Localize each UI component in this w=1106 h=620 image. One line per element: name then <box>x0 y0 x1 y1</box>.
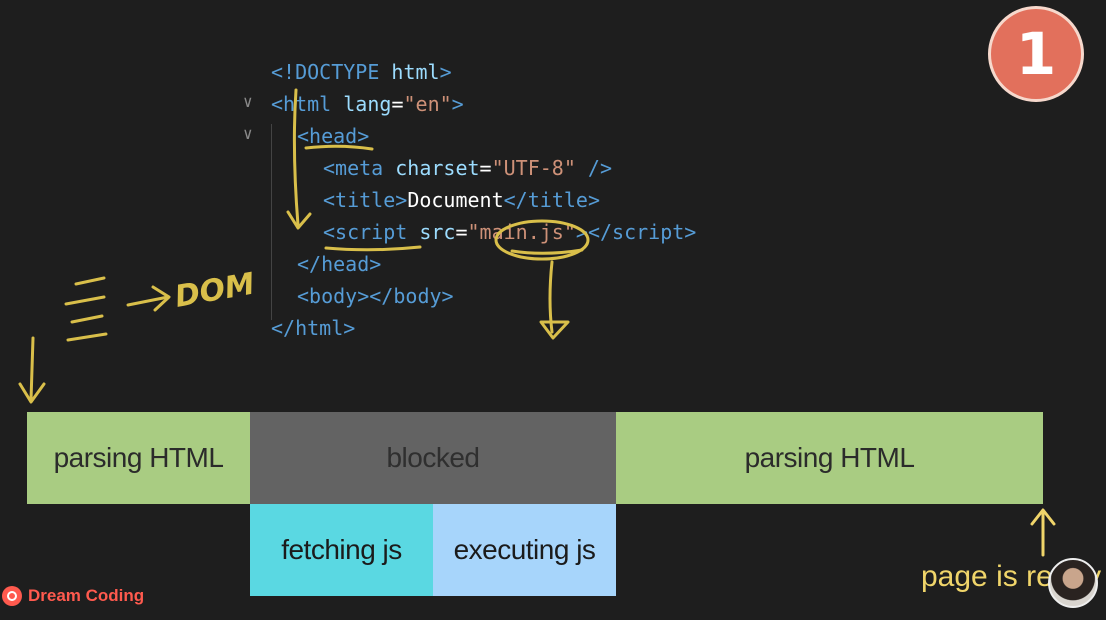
indent-guide <box>271 124 272 320</box>
parse-arrow-head-icon <box>286 210 312 230</box>
head-underline <box>304 144 374 151</box>
dom-arrow-head-icon <box>151 285 171 312</box>
dom-label: DOM <box>172 266 257 314</box>
brand-logo: Dream Coding <box>2 586 144 606</box>
phase-executing-js: executing js <box>433 504 616 596</box>
code-line-doctype: <!DOCTYPE html> <box>271 60 452 84</box>
brand-name: Dream Coding <box>28 586 145 605</box>
fold-chevron-icon[interactable]: ∨ <box>243 92 253 111</box>
script-underline <box>324 245 422 252</box>
fold-chevron-icon[interactable]: ∨ <box>243 124 253 143</box>
code-line-title: <title>Document</title> <box>323 188 600 212</box>
fetch-arrow-head-icon <box>539 320 570 340</box>
dom-line-icon <box>64 295 106 306</box>
dom-line-icon <box>74 276 106 286</box>
brand-icon <box>2 586 22 606</box>
dom-line-icon <box>70 314 104 324</box>
mainjs-circle <box>494 219 590 261</box>
presenter-avatar <box>1048 558 1098 608</box>
code-line-html-close: </html> <box>271 316 356 340</box>
start-arrow-head-icon <box>18 382 46 404</box>
code-line-head-close: </head> <box>297 252 382 276</box>
parse-arrow-icon <box>292 88 300 227</box>
dom-line-icon <box>66 332 108 342</box>
code-line-html-open: <html lang="en"> <box>271 92 464 116</box>
ready-arrow-head-icon <box>1030 508 1056 526</box>
code-line-meta: <meta charset="UTF-8" /> <box>323 156 613 180</box>
phase-fetching-js: fetching js <box>250 504 433 596</box>
phase-blocked: blocked <box>250 412 616 504</box>
fetch-arrow-icon <box>548 260 554 334</box>
step-badge: 1 <box>988 6 1084 102</box>
dom-arrow-icon <box>126 295 170 307</box>
phase-parsing-html-1: parsing HTML <box>27 412 250 504</box>
code-line-head-open: <head> <box>297 124 370 148</box>
mainjs-underline <box>510 248 584 255</box>
phase-parsing-html-2: parsing HTML <box>616 412 1043 504</box>
start-arrow-icon <box>29 336 35 402</box>
code-line-body: <body></body> <box>297 284 454 308</box>
